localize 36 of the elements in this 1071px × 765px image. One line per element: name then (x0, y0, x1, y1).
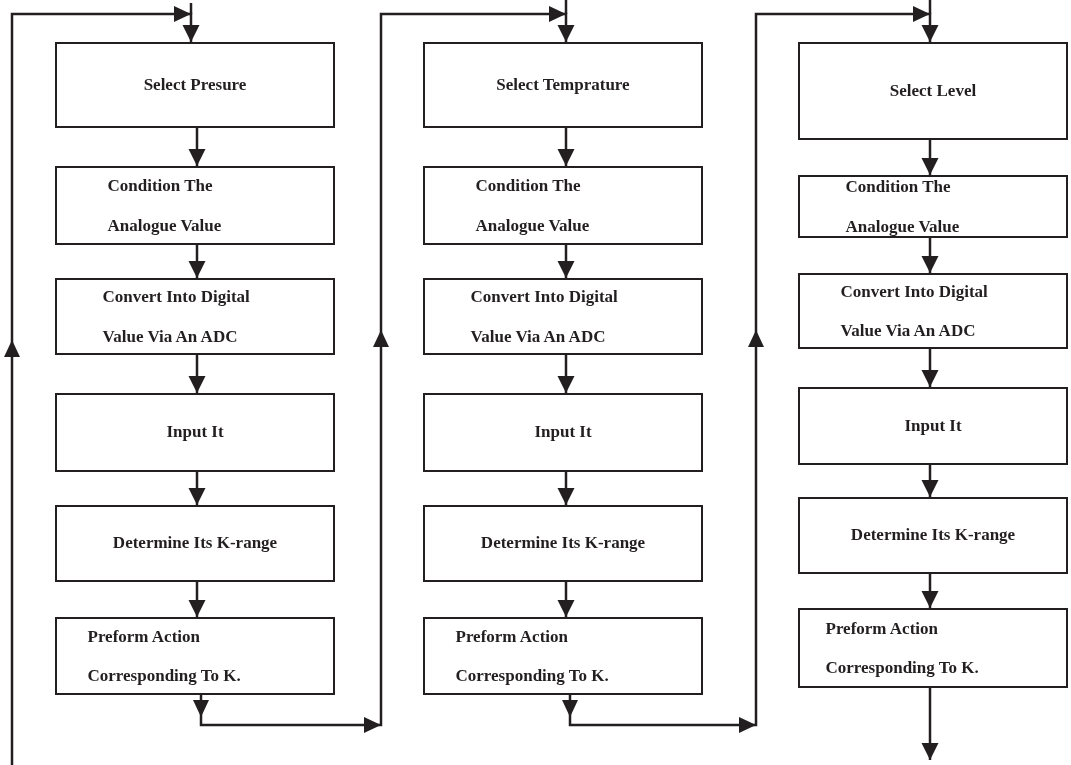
step-text: Preform Action Corresponding To K. (87, 625, 242, 687)
step-text: Determine Its K-range (850, 525, 1016, 546)
process-box (423, 505, 703, 582)
step-text: Convert Into Digital Value Via An ADC (102, 286, 251, 348)
process-box (798, 497, 1068, 574)
step-text: Select Presure (143, 74, 247, 96)
step-text: Convert Into Digital Value Via An ADC (470, 286, 619, 348)
step-text: Condition The Analogue Value (107, 175, 223, 237)
process-box (423, 393, 703, 472)
process-box (423, 166, 703, 245)
step-text: Input It (534, 422, 592, 443)
process-box (798, 387, 1068, 465)
step-text: Determine Its K-range (112, 533, 278, 554)
step-text: Input It (166, 422, 224, 443)
step-text: Input It (904, 415, 962, 437)
process-box (55, 42, 335, 128)
process-box (798, 175, 1068, 238)
step-text: Preform Action Corresponding To K. (455, 625, 610, 687)
process-box (423, 617, 703, 695)
process-box (55, 617, 335, 695)
step-text: Select Level (889, 80, 977, 102)
process-box (55, 505, 335, 582)
process-box (423, 42, 703, 128)
process-box (798, 608, 1068, 688)
step-text: Convert Into Digital Value Via An ADC (840, 280, 989, 342)
step-text: Condition The Analogue Value (475, 175, 591, 237)
step-text: Condition The Analogue Value (845, 176, 961, 238)
process-box (798, 273, 1068, 349)
process-box (798, 42, 1068, 140)
step-text: Preform Action Corresponding To K. (825, 617, 980, 679)
process-box (423, 278, 703, 355)
process-box (55, 278, 335, 355)
process-box (55, 393, 335, 472)
step-text: Determine Its K-range (480, 533, 646, 554)
step-text: Select Temprature (496, 74, 630, 96)
process-box (55, 166, 335, 245)
